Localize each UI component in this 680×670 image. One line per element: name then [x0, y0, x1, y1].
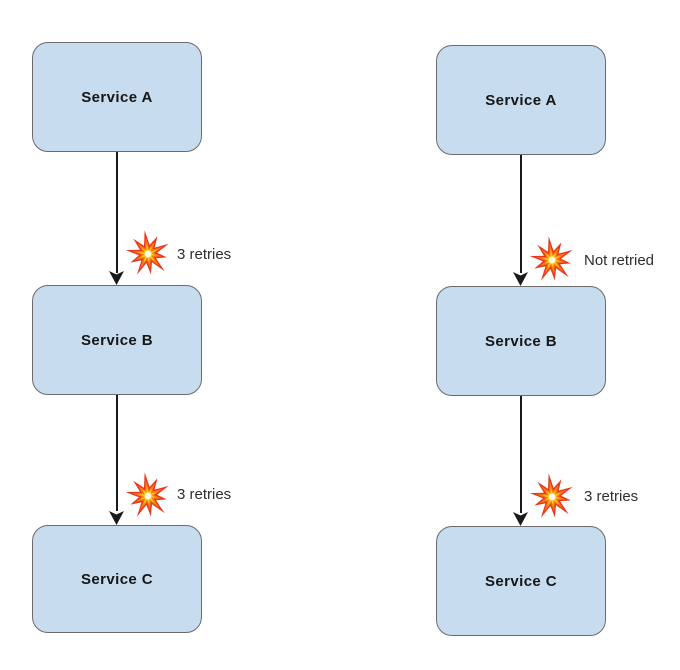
explosion-icon: [529, 473, 573, 518]
arrowhead-icon: [513, 272, 528, 286]
arrowhead-icon: [513, 512, 528, 526]
edge-label: 3 retries: [584, 488, 639, 505]
left-node-service-a: Service A: [32, 42, 202, 152]
explosion-icon: [125, 472, 169, 517]
edge-label: Not retried: [584, 252, 655, 269]
right-node-service-a: Service A: [436, 45, 606, 155]
arrowhead-icon: [109, 511, 124, 525]
left-arrow-a-to-b: [116, 152, 118, 273]
left-arrow-b-to-c: [116, 395, 118, 511]
right-node-service-c: Service C: [436, 526, 606, 636]
explosion-icon: [125, 230, 169, 275]
node-label: Service B: [485, 332, 557, 350]
explosion-icon: [529, 236, 573, 281]
right-arrow-b-to-c: [520, 396, 522, 513]
node-label: Service C: [81, 570, 153, 588]
arrowhead-icon: [109, 271, 124, 285]
right-node-service-b: Service B: [436, 286, 606, 396]
right-arrow-a-to-b: [520, 155, 522, 273]
edge-label: 3 retries: [177, 486, 232, 503]
node-label: Service A: [81, 88, 153, 106]
left-node-service-c: Service C: [32, 525, 202, 633]
edge-label: 3 retries: [177, 246, 232, 263]
left-node-service-b: Service B: [32, 285, 202, 395]
node-label: Service B: [81, 331, 153, 349]
node-label: Service C: [485, 572, 557, 590]
node-label: Service A: [485, 91, 557, 109]
